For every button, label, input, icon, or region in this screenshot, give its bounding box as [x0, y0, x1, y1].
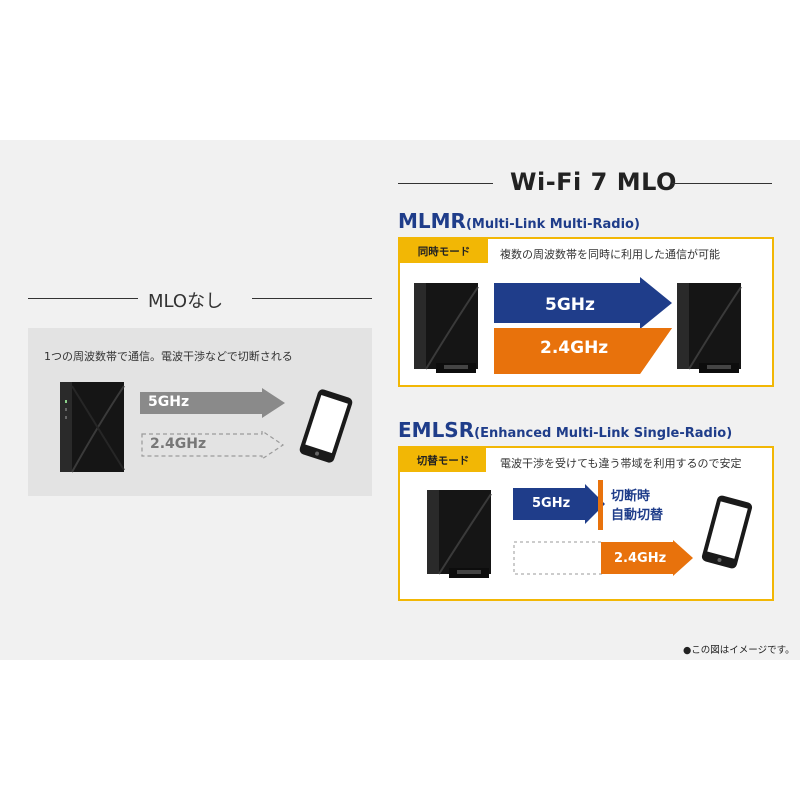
wifi7-title: Wi-Fi 7 MLO	[510, 168, 677, 196]
switch-indicator-bar	[598, 480, 603, 530]
divider-right-a	[398, 183, 493, 184]
router-icon	[60, 382, 125, 473]
mlmr-description: 複数の周波数帯を同時に利用した通信が可能	[500, 248, 720, 261]
mlmr-24ghz-arrow	[494, 328, 672, 374]
no-mlo-title: MLOなし	[148, 291, 224, 312]
router-icon	[677, 283, 742, 373]
emlsr-tag: 切替モード	[400, 448, 486, 472]
emlsr-24ghz-arrow	[513, 540, 693, 576]
mlmr-full-name: (Multi-Link Multi-Radio)	[465, 217, 640, 232]
divider-left-a	[28, 298, 138, 299]
switch-label-line2: 自動切替	[611, 508, 664, 523]
router-icon	[414, 283, 479, 373]
mlmr-tag: 同時モード	[400, 239, 488, 263]
emlsr-24ghz-label: 2.4GHz	[614, 551, 667, 566]
mlmr-24ghz-label: 2.4GHz	[540, 338, 609, 358]
mlmr-name: MLMR	[398, 209, 466, 233]
no-mlo-description: 1つの周波数帯で通信。電波干渉などで切断される	[44, 350, 293, 363]
mlmr-5ghz-label: 5GHz	[545, 295, 595, 315]
divider-left-b	[252, 298, 372, 299]
mlmr-heading: MLMR(Multi-Link Multi-Radio)	[398, 209, 640, 233]
emlsr-5ghz-label: 5GHz	[532, 496, 571, 511]
divider-right-b	[672, 183, 772, 184]
emlsr-full-name: (Enhanced Multi-Link Single-Radio)	[474, 426, 733, 441]
router-icon	[427, 490, 492, 578]
no-mlo-24ghz-label: 2.4GHz	[150, 436, 207, 452]
no-mlo-5ghz-label: 5GHz	[148, 394, 190, 410]
smartphone-icon	[299, 389, 353, 463]
mlmr-5ghz-arrow	[494, 277, 672, 329]
switch-label-line1: 切断時	[611, 489, 651, 504]
emlsr-heading: EMLSR(Enhanced Multi-Link Single-Radio)	[398, 418, 732, 442]
emlsr-description: 電波干渉を受けても違う帯域を利用するので安定	[500, 457, 742, 470]
smartphone-icon	[701, 495, 753, 569]
emlsr-5ghz-arrow	[513, 484, 605, 524]
emlsr-name: EMLSR	[398, 418, 475, 442]
no-mlo-5ghz-arrow	[140, 388, 285, 418]
footnote: ●この図はイメージです。	[683, 645, 795, 656]
no-mlo-24ghz-arrow	[141, 429, 285, 461]
